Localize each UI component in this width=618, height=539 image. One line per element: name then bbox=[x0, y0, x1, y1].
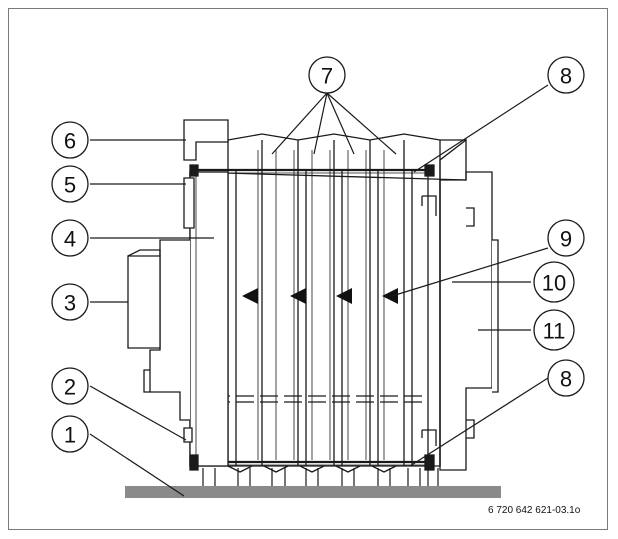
callouts bbox=[51, 56, 585, 453]
flow-arrow bbox=[290, 288, 306, 304]
callout-8-top bbox=[547, 56, 585, 94]
callout-label-7: 7 bbox=[321, 64, 333, 89]
callout-label-9: 9 bbox=[560, 227, 572, 252]
callout-label-4: 4 bbox=[64, 227, 76, 252]
callout-6 bbox=[51, 121, 89, 159]
flow-arrow bbox=[336, 288, 352, 304]
callout-label-1: 1 bbox=[64, 423, 76, 448]
callout-label-6: 6 bbox=[64, 129, 76, 154]
figure-frame bbox=[8, 8, 608, 530]
callout-1 bbox=[51, 415, 89, 453]
boiler-feet bbox=[202, 468, 439, 486]
callout-label-2: 2 bbox=[64, 375, 76, 400]
boiler-body bbox=[189, 133, 467, 473]
callout-label-5: 5 bbox=[64, 173, 76, 198]
burner-unit bbox=[127, 119, 435, 471]
callout-label-3: 3 bbox=[64, 291, 76, 316]
callout-2 bbox=[51, 367, 89, 405]
callout-7 bbox=[308, 56, 346, 94]
callout-5 bbox=[51, 165, 89, 203]
figure-code: 6 720 642 621-03.1o bbox=[488, 505, 581, 516]
callout-11 bbox=[533, 309, 575, 351]
callout-label-8-bottom: 8 bbox=[560, 367, 572, 392]
front-section bbox=[189, 171, 229, 467]
callout-labels: 6 5 4 3 2 1 7 8 9 10 11 8 bbox=[64, 64, 572, 448]
callout-label-11: 11 bbox=[543, 319, 566, 344]
callout-4 bbox=[51, 219, 89, 257]
callout-3 bbox=[51, 283, 89, 321]
callout-8-bottom bbox=[547, 359, 585, 397]
flow-arrows bbox=[242, 288, 398, 304]
flow-arrow bbox=[382, 288, 398, 304]
flow-arrow bbox=[242, 288, 258, 304]
leader-lines bbox=[89, 84, 549, 497]
callout-9 bbox=[547, 219, 585, 257]
floor-base bbox=[125, 486, 501, 498]
callout-10 bbox=[533, 261, 575, 303]
rear-casing bbox=[439, 171, 499, 471]
callout-label-10: 10 bbox=[542, 271, 566, 296]
callout-label-8-top: 8 bbox=[560, 64, 572, 89]
